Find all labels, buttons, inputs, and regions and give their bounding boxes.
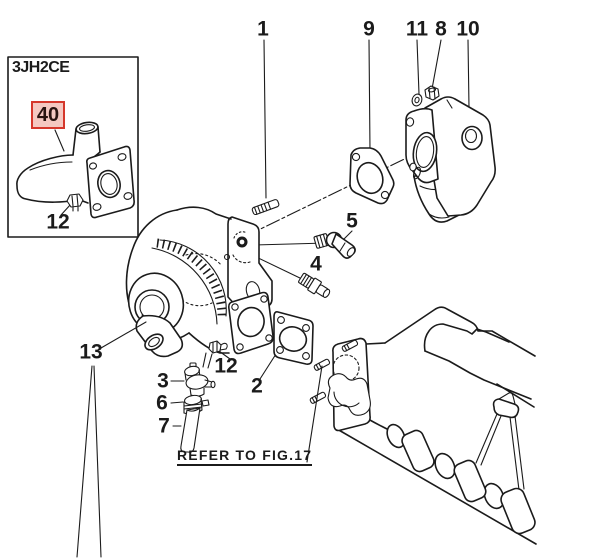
callout-9: 9 bbox=[363, 17, 375, 41]
leader-lines-bottom bbox=[76, 321, 323, 558]
refer-note: REFER TO FIG.17 bbox=[177, 447, 313, 466]
callout-40-label: 40 bbox=[36, 103, 60, 126]
callout-12-inset: 12 bbox=[46, 210, 70, 234]
part-11-washer-drawing bbox=[411, 93, 423, 107]
callout-4: 4 bbox=[310, 252, 322, 276]
callout-10: 10 bbox=[456, 17, 480, 41]
callout-1: 1 bbox=[257, 17, 269, 41]
inset-model-label: 3JH2CE bbox=[12, 59, 70, 76]
part-12-nut-main-drawing bbox=[208, 340, 231, 360]
turbocharger-drawing bbox=[125, 206, 274, 369]
part-6-clamp-drawing bbox=[170, 394, 210, 415]
part-2-gasket-drawing bbox=[259, 311, 314, 380]
part-7-pipe-drawing bbox=[172, 407, 201, 453]
callout-13: 13 bbox=[79, 340, 103, 364]
highlighted-part-40[interactable]: 40 bbox=[31, 101, 65, 129]
callout-12-main: 12 bbox=[214, 354, 238, 378]
callout-3: 3 bbox=[157, 369, 169, 393]
part-5-fitting-drawing bbox=[253, 230, 356, 259]
part-8-nut-drawing bbox=[424, 85, 440, 101]
inset-box bbox=[7, 56, 139, 238]
part-9-gasket-drawing bbox=[349, 147, 395, 205]
callout-6: 6 bbox=[156, 391, 168, 415]
part-12-nut-inset-drawing bbox=[60, 193, 84, 216]
callout-2: 2 bbox=[251, 374, 263, 398]
part-10-elbow-drawing bbox=[405, 96, 496, 223]
part-4-fitting-drawing bbox=[249, 253, 331, 298]
callout-11: 11 bbox=[405, 17, 429, 41]
cylinder-head-drawing bbox=[309, 306, 537, 545]
part-3-cock-drawing bbox=[170, 362, 216, 397]
part-1-stud-drawing bbox=[251, 199, 280, 216]
assembly-line bbox=[245, 149, 424, 237]
callout-8: 8 bbox=[435, 17, 447, 41]
callout-7: 7 bbox=[158, 414, 170, 438]
callout-5: 5 bbox=[346, 209, 358, 233]
leader-lines-top bbox=[263, 39, 470, 199]
part-40-pipe-drawing bbox=[16, 121, 135, 219]
